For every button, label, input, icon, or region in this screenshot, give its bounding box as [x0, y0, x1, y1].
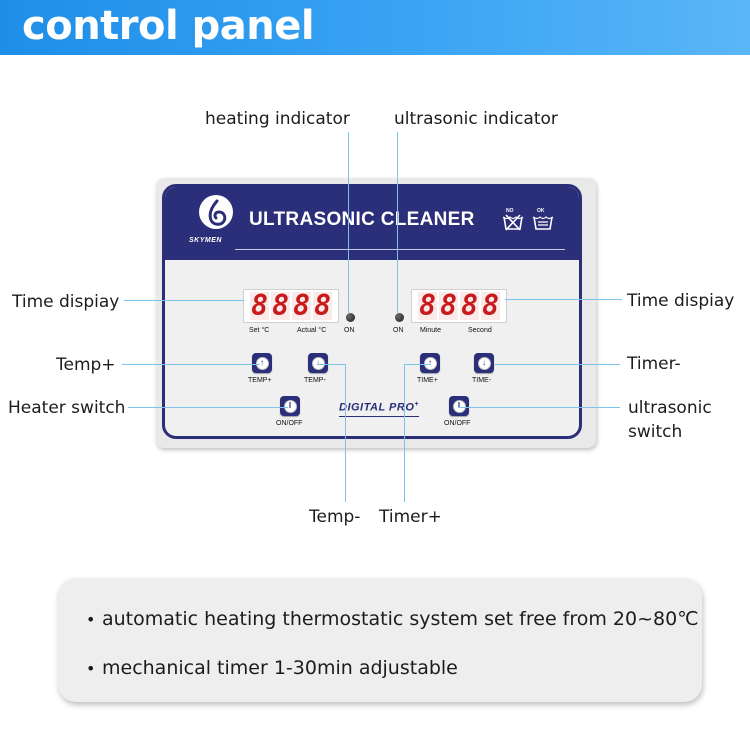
page-title: control panel [22, 3, 315, 49]
water-drop-icon [208, 199, 227, 226]
wash-allowed-icon [532, 216, 554, 230]
leader-heating-indicator [348, 132, 350, 314]
power-icon: I [452, 399, 466, 413]
callout-ultrasonic-indicator: ultrasonic indicator [394, 109, 558, 129]
temperature-display: 8 8 8 8 [243, 289, 339, 323]
callout-heating-indicator: heating indicator [205, 109, 350, 129]
display-digit: 8 [460, 289, 479, 322]
leader-ultrasonic-indicator [397, 132, 399, 314]
leader-ultrasonic-switch [458, 407, 620, 409]
series-underline [339, 416, 419, 417]
callout-timer-minus: Timer- [627, 354, 681, 374]
timer-display: 8 8 8 8 [411, 289, 507, 323]
display-digit: 8 [250, 289, 269, 322]
caption-actual-temp: Actual °C [297, 327, 327, 334]
caption-second: Second [468, 327, 492, 334]
callout-time-display-right: Time dispiay [627, 291, 735, 311]
time-plus-button[interactable]: ↑ [420, 353, 440, 373]
callout-heater-switch: Heater switch [8, 398, 126, 418]
temp-minus-caption: TEMP- [304, 377, 326, 384]
control-panel: SKYMEN ULTRASONIC CLEANER NO OK 8 8 8 8 … [162, 184, 582, 439]
leader-timer-minus [495, 364, 620, 366]
panel-header: SKYMEN ULTRASONIC CLEANER NO OK [165, 187, 579, 260]
caption-set-temp: Set °C [249, 327, 270, 334]
time-plus-caption: TIME+ [417, 377, 438, 384]
leader-heater-switch [128, 407, 288, 409]
header-rule [235, 249, 565, 250]
display-digit: 8 [418, 289, 437, 322]
temp-plus-caption: TEMP+ [248, 377, 272, 384]
feature-text: mechanical timer 1-30min adjustable [102, 657, 458, 679]
leader-time-display-left [124, 300, 244, 302]
series-name: DIGITAL PRO [339, 401, 415, 414]
display-digit: 8 [439, 289, 458, 322]
callout-ultrasonic-switch-2: switch [628, 422, 683, 442]
heater-onoff-caption: ON/OFF [276, 420, 303, 427]
leader-temp-minus-h [318, 364, 346, 366]
leader-temp-plus [122, 364, 260, 366]
display-digit: 8 [481, 289, 500, 322]
temp-minus-button[interactable]: ↓ [308, 353, 328, 373]
feature-box: • automatic heating thermostatic system s… [58, 578, 702, 702]
feature-item: • mechanical timer 1-30min adjustable [86, 657, 458, 679]
header-banner: control panel [0, 0, 750, 55]
leader-timer-plus-v [404, 364, 406, 502]
callout-time-display-left: Time dispiay [12, 292, 120, 312]
time-minus-button[interactable]: ↓ [474, 353, 494, 373]
ultrasonic-power-button[interactable]: I [449, 396, 469, 416]
power-icon: I [283, 399, 297, 413]
display-digit: 8 [271, 289, 290, 322]
arrow-down-icon: ↓ [311, 356, 325, 370]
arrow-down-icon: ↓ [477, 356, 491, 370]
display-digit: 8 [313, 289, 332, 322]
feature-item: • automatic heating thermostatic system s… [86, 608, 699, 630]
arrow-up-icon: ↑ [255, 356, 269, 370]
leader-temp-minus-v [345, 364, 347, 502]
ultrasonic-onoff-caption: ON/OFF [444, 420, 471, 427]
caption-minute: Minute [420, 327, 442, 334]
series-label: DIGITAL PRO+ [339, 401, 419, 414]
time-minus-caption: TIME- [472, 377, 492, 384]
brand-name: SKYMEN [189, 237, 222, 244]
bullet-icon: • [86, 610, 96, 629]
caption-heating-on: ON [344, 327, 355, 334]
temp-plus-button[interactable]: ↑ [252, 353, 272, 373]
arrow-up-icon: ↑ [423, 356, 437, 370]
leader-time-display-right [505, 299, 622, 301]
heater-power-button[interactable]: I [280, 396, 300, 416]
feature-text: automatic heating thermostatic system se… [102, 608, 699, 630]
leader-timer-plus-h [404, 364, 430, 366]
caption-ultrasonic-on: ON [393, 327, 404, 334]
series-superscript: + [414, 401, 419, 408]
callout-temp-minus: Temp- [309, 507, 361, 527]
callout-timer-plus: Timer+ [379, 507, 442, 527]
callout-temp-plus: Temp+ [56, 355, 116, 375]
wash-ok-tag: OK [537, 208, 545, 214]
wash-no-tag: NO [506, 208, 514, 214]
callout-ultrasonic-switch-1: ultrasonic [628, 398, 712, 418]
product-title: ULTRASONIC CLEANER [249, 209, 475, 230]
ultrasonic-indicator-led [395, 313, 404, 322]
display-digit: 8 [292, 289, 311, 322]
wash-not-allowed-icon [502, 214, 524, 231]
bullet-icon: • [86, 659, 96, 678]
heating-indicator-led [346, 313, 355, 322]
